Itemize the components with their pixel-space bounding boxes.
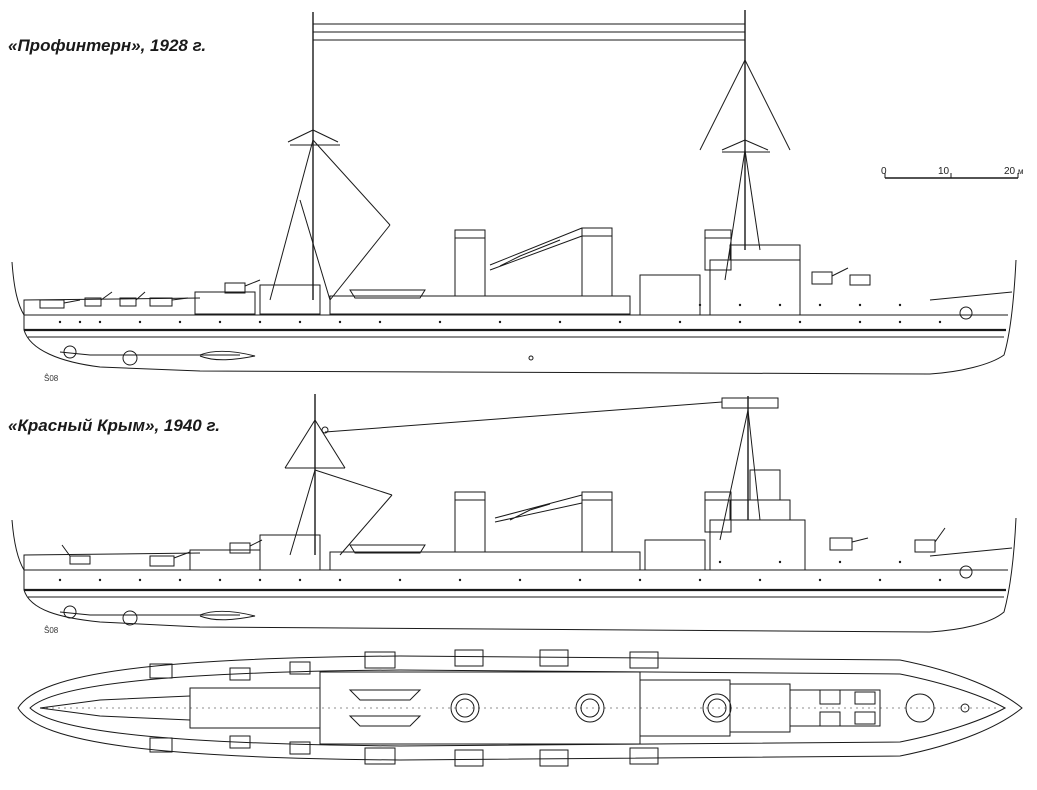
foremast-top [269,12,391,301]
guns-top [39,267,871,309]
scale-label-unit: м [1018,167,1024,176]
funnel-3-middle [704,491,732,533]
portholes-top [58,303,942,324]
funnel-1-top [454,229,486,297]
hull-outline-middle [11,517,1017,633]
profile-profintern-1928 [11,10,1017,375]
funnel-3-top [704,229,732,271]
guns-middle [61,527,946,567]
scale-label-zero: 0 [881,166,887,177]
mainmast-middle [719,396,779,541]
scale-bar-lines [884,173,1019,179]
plan-view-deck [17,649,1023,767]
profile-krasny-krym-1940 [11,394,1017,633]
hull-outline-top [11,259,1017,375]
plan-gun-positions [149,649,970,767]
mainmast-top [699,10,791,281]
funnel-1-middle [454,491,486,553]
caption-krasny-krym-1940: «Красный Крым», 1940 г. [8,416,221,435]
frame-mark-middle: Ŝ08 [44,626,59,635]
portholes-middle [58,560,942,582]
plan-hull-outline [17,655,1023,761]
funnel-2-top [581,227,613,297]
foremast-middle [284,394,393,556]
frame-mark-top: Ŝ08 [44,374,59,383]
scale-label-ten: 10 [938,166,950,177]
scale-label-twenty: 20 [1004,166,1016,177]
caption-profintern-1928: «Профинтерн», 1928 г. [8,36,207,55]
funnel-2-middle [581,491,613,553]
